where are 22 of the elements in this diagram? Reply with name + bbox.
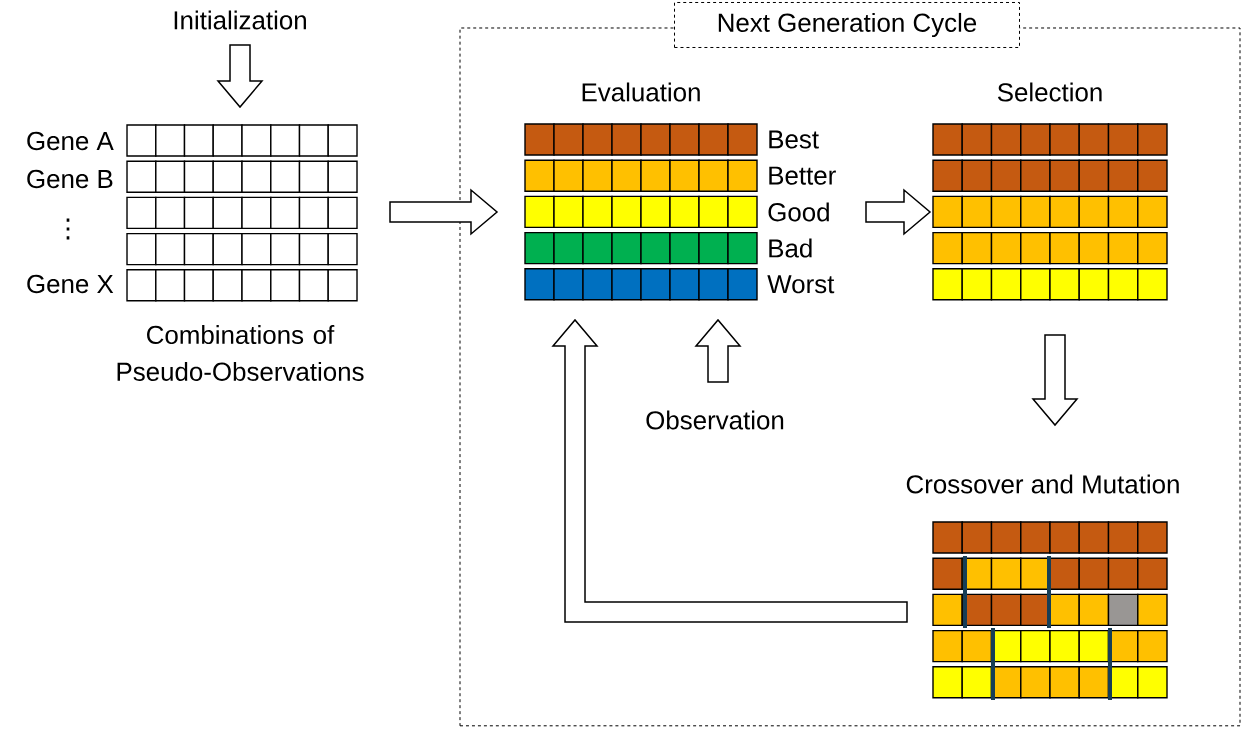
rank-label: Good	[768, 202, 829, 222]
block-arrow	[216, 44, 264, 109]
gene-label: Gene A	[27, 131, 114, 151]
grid-heading: Crossover and Mutation	[906, 474, 1179, 494]
block-arrow	[389, 188, 499, 236]
grid-caption: Combinations of Pseudo-Observations	[117, 325, 364, 381]
grid-heading: Selection	[997, 82, 1102, 102]
block-arrow	[1031, 334, 1079, 427]
grid-heading: Evaluation	[582, 82, 700, 102]
block-arrow	[551, 318, 908, 623]
gene-label: Gene B	[27, 169, 113, 189]
rank-label: Best	[769, 130, 819, 149]
step-label: Observation	[646, 410, 784, 430]
gene-label: Gene X	[27, 274, 114, 294]
rank-label: Bad	[769, 238, 812, 258]
frame-title: Next Generation Cycle	[674, 2, 1020, 48]
block-arrow	[694, 318, 742, 383]
ellipsis-label: ⋮	[66, 218, 70, 240]
step-label: Initialization	[174, 10, 306, 30]
rank-label: Worst	[767, 275, 835, 294]
block-arrow	[865, 188, 932, 236]
rank-label: Better	[769, 166, 836, 185]
